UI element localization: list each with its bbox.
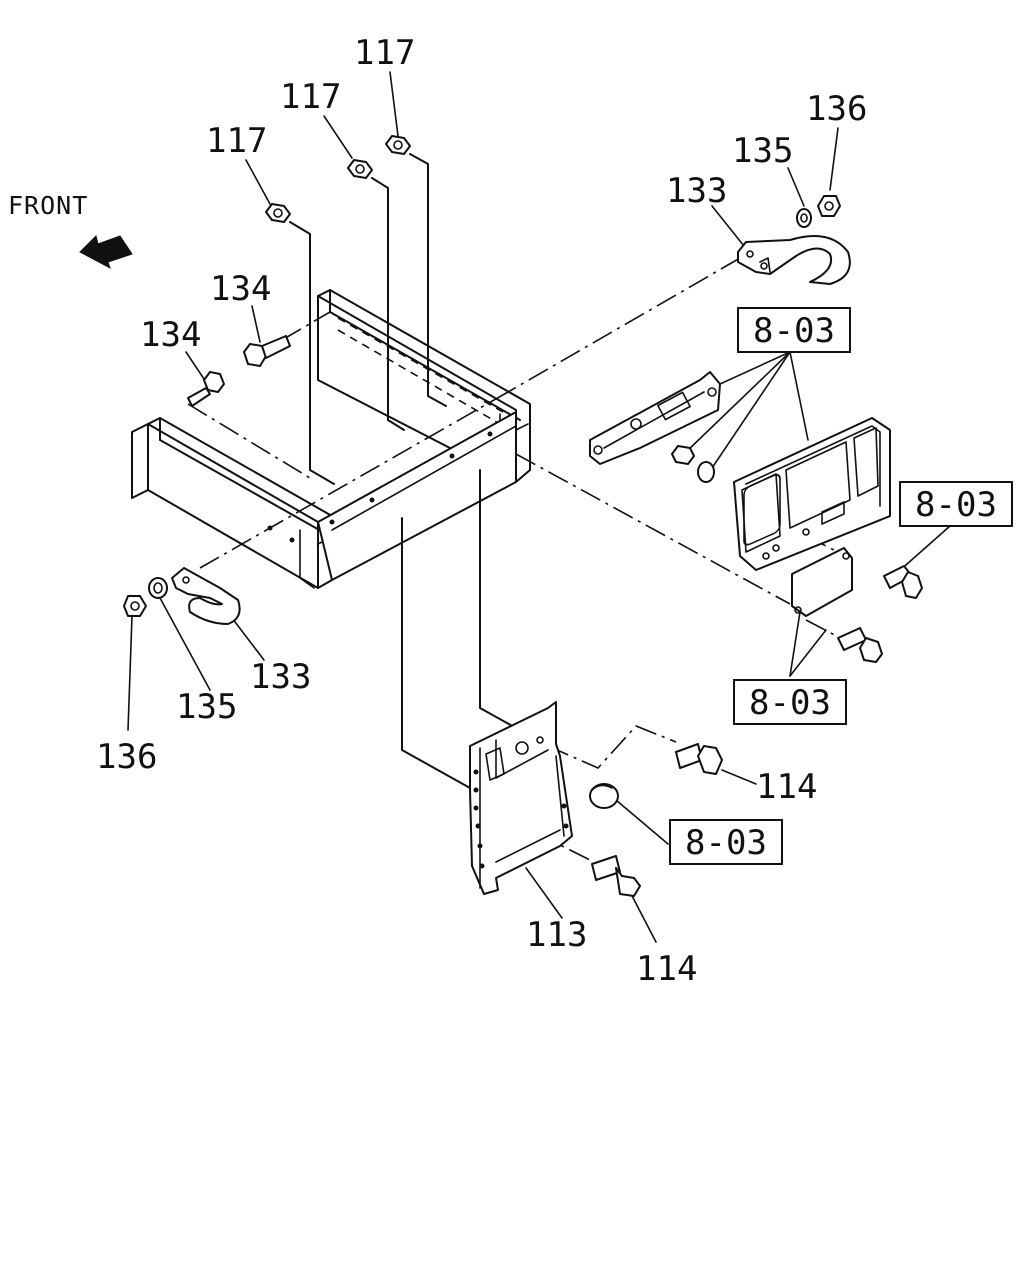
ref-box-plate-bottom-label: 8-03 <box>749 683 831 723</box>
bolt-ref-right-upper <box>883 565 923 599</box>
label-135-right: 135 <box>732 131 793 171</box>
part-labels: 117 117 117 136 135 133 134 134 133 135 … <box>96 33 867 989</box>
license-bracket-bar <box>589 371 721 465</box>
washer-135-right <box>796 208 812 228</box>
nut-136-left <box>123 595 147 617</box>
bolt-134-upper <box>243 335 291 367</box>
tow-hook-133-right <box>737 235 851 285</box>
tow-hook-133-left <box>171 567 241 625</box>
leader-lines <box>127 71 951 943</box>
ref-box-bolt-right: 8-03 <box>899 481 1013 527</box>
front-indicator: FRONT <box>8 191 133 270</box>
ref-box-bolt-right-label: 8-03 <box>915 485 997 525</box>
label-136-left: 136 <box>96 737 157 777</box>
ref-box-plate-top-label: 8-03 <box>753 311 835 351</box>
label-133-right: 133 <box>666 171 727 211</box>
bracket-113 <box>469 701 573 895</box>
label-117-b: 117 <box>280 77 341 117</box>
frame-rails <box>131 289 531 589</box>
label-134-lower: 134 <box>140 315 201 355</box>
lower-frame-rail <box>147 417 333 589</box>
license-plate <box>733 417 891 571</box>
nut-117-b <box>347 159 373 179</box>
label-114-upper: 114 <box>756 767 817 807</box>
label-117-a: 117 <box>206 121 267 161</box>
label-135-left: 135 <box>176 687 237 727</box>
plug-ref-part <box>589 783 619 809</box>
label-114-lower: 114 <box>636 949 697 989</box>
ref-box-plug-label: 8-03 <box>685 823 767 863</box>
washer-135-left <box>148 577 168 599</box>
bolt-114-lower <box>591 855 641 897</box>
washer-ref-part <box>697 461 715 483</box>
front-label: FRONT <box>8 191 88 220</box>
ref-box-plate-top: 8-03 <box>737 307 851 353</box>
label-133-left: 133 <box>250 657 311 697</box>
nut-136-right <box>817 195 841 217</box>
mount-plate <box>791 547 853 617</box>
front-arrow-icon <box>79 235 133 270</box>
nut-117-a <box>265 203 291 223</box>
label-136-right: 136 <box>806 89 867 129</box>
bolt-ref-right-lower <box>837 627 883 663</box>
nut-ref-part <box>671 445 695 465</box>
ref-box-plug: 8-03 <box>669 819 783 865</box>
nut-117-c <box>385 135 411 155</box>
bolt-134-lower <box>187 371 225 407</box>
cross-member <box>317 411 517 581</box>
label-113: 113 <box>526 915 587 955</box>
bolt-114-upper <box>675 743 723 775</box>
label-134-upper: 134 <box>210 269 271 309</box>
label-117-c: 117 <box>354 33 415 73</box>
ref-box-plate-bottom: 8-03 <box>733 679 847 725</box>
